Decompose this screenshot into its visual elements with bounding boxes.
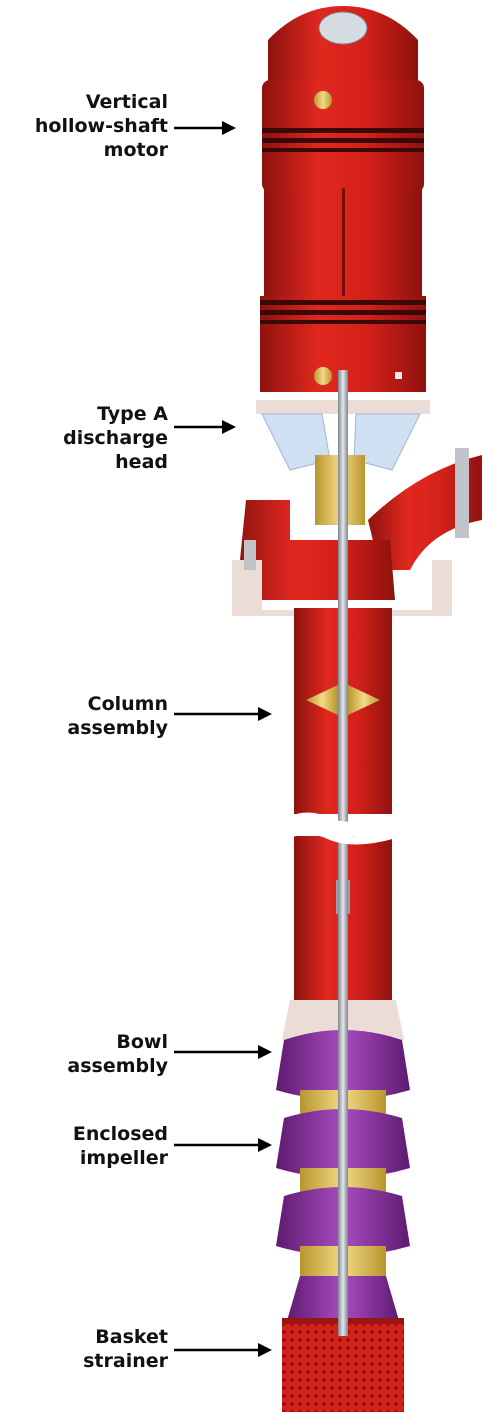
motor-bolt-top — [314, 91, 332, 109]
pump-shaft-lower — [338, 836, 348, 1336]
discharge-head — [232, 400, 482, 616]
motor-upper-body — [262, 80, 424, 192]
motor-top-window — [319, 12, 367, 44]
arrows — [174, 121, 272, 1357]
motor — [260, 6, 426, 392]
pump-shaft-upper — [338, 370, 348, 822]
motor-bolt-bottom — [314, 367, 332, 385]
